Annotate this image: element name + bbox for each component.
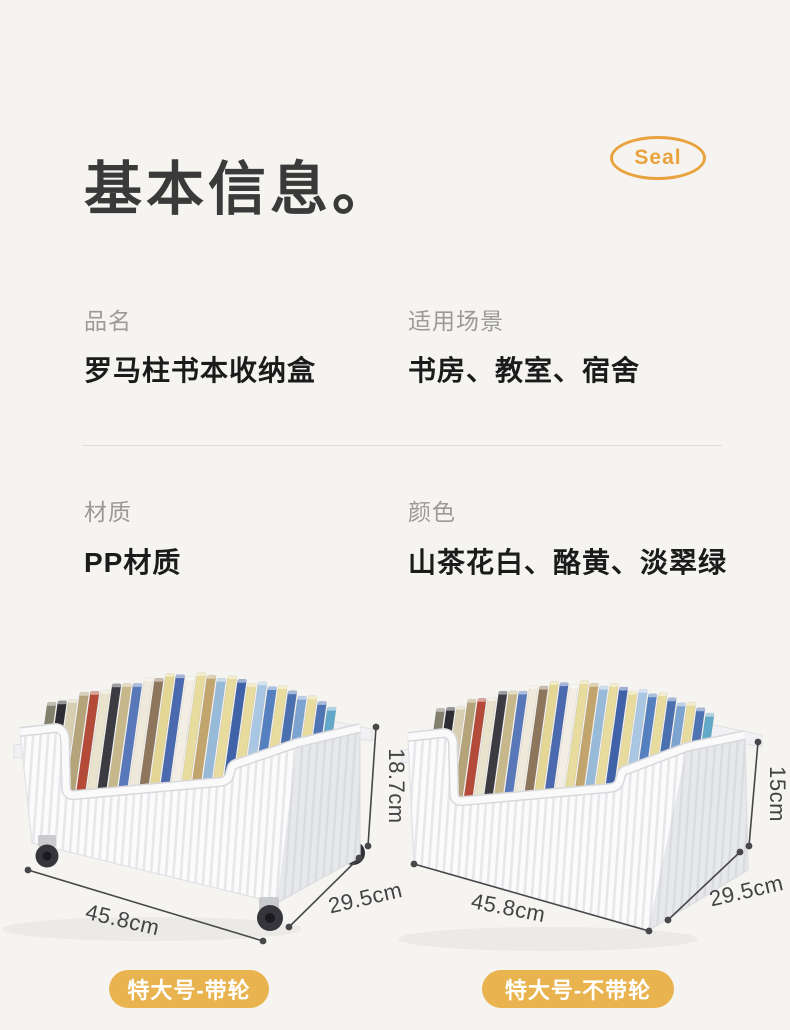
- book-page-edge: [57, 700, 67, 705]
- book-page-edge: [648, 693, 657, 698]
- book-page-edge: [436, 708, 445, 712]
- dimension-label-depth-left: 29.5cm: [326, 877, 405, 918]
- caster-wheel-front-right: [257, 897, 283, 931]
- book-page-edge: [216, 678, 226, 682]
- box-rim-lip: [19, 724, 361, 799]
- book-page-edge: [79, 692, 89, 696]
- book-page-edge: [175, 674, 185, 679]
- dimension-dots-right: [410, 738, 762, 935]
- book-page-edge: [247, 683, 257, 687]
- book-page-edge: [549, 681, 559, 685]
- book-page-edge: [90, 691, 100, 695]
- dimension-label-height-left: 18.7cm: [384, 748, 409, 823]
- book-page-edge: [122, 683, 132, 687]
- storage-box-with-wheels: [13, 672, 373, 931]
- seal-badge: Seal: [610, 136, 706, 180]
- book-page-edge: [446, 707, 456, 711]
- book-page-edge: [589, 683, 599, 687]
- dimension-lines-right: [413, 741, 759, 932]
- dimension-label-height-right: 15cm: [765, 766, 790, 822]
- book-page-edge: [307, 695, 318, 700]
- spec-value-material: PP材质: [84, 547, 182, 578]
- book-page-edge: [278, 685, 288, 689]
- book-page-edge: [257, 681, 268, 686]
- book-page-edge: [609, 683, 619, 687]
- book-page-edge: [638, 689, 648, 693]
- book-page-edge: [559, 682, 569, 687]
- dimension-lines-left: [27, 726, 377, 942]
- storage-box-without-wheels: [401, 680, 763, 932]
- book-page-edge: [206, 675, 216, 679]
- dimension-dots-left: [24, 723, 380, 945]
- book-page-edge: [68, 699, 78, 703]
- spec-label-product-name: 品名: [84, 308, 132, 334]
- book-page-edge: [111, 683, 122, 688]
- section-divider: [82, 445, 722, 446]
- ground-shadow-right: [398, 927, 698, 951]
- book-page-edge: [539, 686, 548, 690]
- storage-box-side: [648, 735, 748, 931]
- book-page-edge: [456, 706, 466, 710]
- book-page-edge: [227, 675, 237, 679]
- caster-wheel-front-left: [35, 835, 59, 868]
- storage-box-side: [277, 728, 360, 903]
- book-page-edge: [628, 691, 638, 695]
- page-title: 基本信息。: [84, 156, 395, 222]
- book-page-edge: [599, 686, 608, 690]
- book-page-edge: [467, 699, 477, 703]
- book-page-edge: [327, 707, 337, 711]
- spec-label-material: 材质: [84, 499, 132, 525]
- spec-label-scenes: 适用场景: [408, 308, 504, 334]
- book-page-edge: [297, 696, 307, 700]
- book-page-edge: [676, 702, 686, 707]
- variant-badge-without-wheels: 特大号-不带轮: [482, 970, 674, 1008]
- book-page-edge: [165, 673, 175, 677]
- spec-value-product-name: 罗马柱书本收纳盒: [84, 355, 317, 386]
- book-page-edge: [47, 702, 57, 706]
- seal-badge-label: Seal: [634, 146, 682, 169]
- book-page-edge: [287, 690, 297, 695]
- book-page-edge: [154, 678, 164, 682]
- book-page-edge: [658, 692, 668, 697]
- box-rim-lip: [407, 729, 746, 805]
- book-page-edge: [518, 691, 528, 695]
- book-page-edge: [317, 701, 327, 705]
- book-page-edge: [569, 684, 579, 688]
- book-page-edge: [196, 672, 206, 677]
- book-page-edge: [529, 685, 539, 689]
- book-page-edge: [619, 687, 628, 691]
- book-page-edge: [144, 677, 154, 682]
- ground-shadow-left: [2, 917, 302, 941]
- book-page-edge: [185, 676, 195, 680]
- book-page-edge: [687, 702, 696, 706]
- book-page-edge: [267, 686, 277, 690]
- book-page-edge: [580, 680, 589, 685]
- spec-value-scenes: 书房、教室、宿舍: [408, 355, 641, 386]
- book-page-edge: [508, 690, 518, 695]
- book-page-edge: [498, 691, 508, 695]
- book-page-edge: [100, 690, 110, 694]
- spec-label-color: 颜色: [408, 499, 456, 525]
- book-page-edge: [237, 679, 247, 683]
- variant-badge-with-wheels: 特大号-带轮: [109, 970, 269, 1008]
- spec-value-color: 山茶花白、酪黄、淡翠绿: [408, 547, 728, 578]
- product-illustrations: 18.7cm 45.8cm 29.5cm 15cm 45.8cm 29.5cm: [2, 672, 790, 951]
- book-page-edge: [132, 683, 142, 687]
- book-page-edge: [487, 697, 497, 701]
- book-page-edge: [667, 697, 677, 702]
- book-page-edge: [705, 713, 715, 717]
- book-page-edge: [696, 707, 705, 712]
- book-page-edge: [477, 698, 487, 702]
